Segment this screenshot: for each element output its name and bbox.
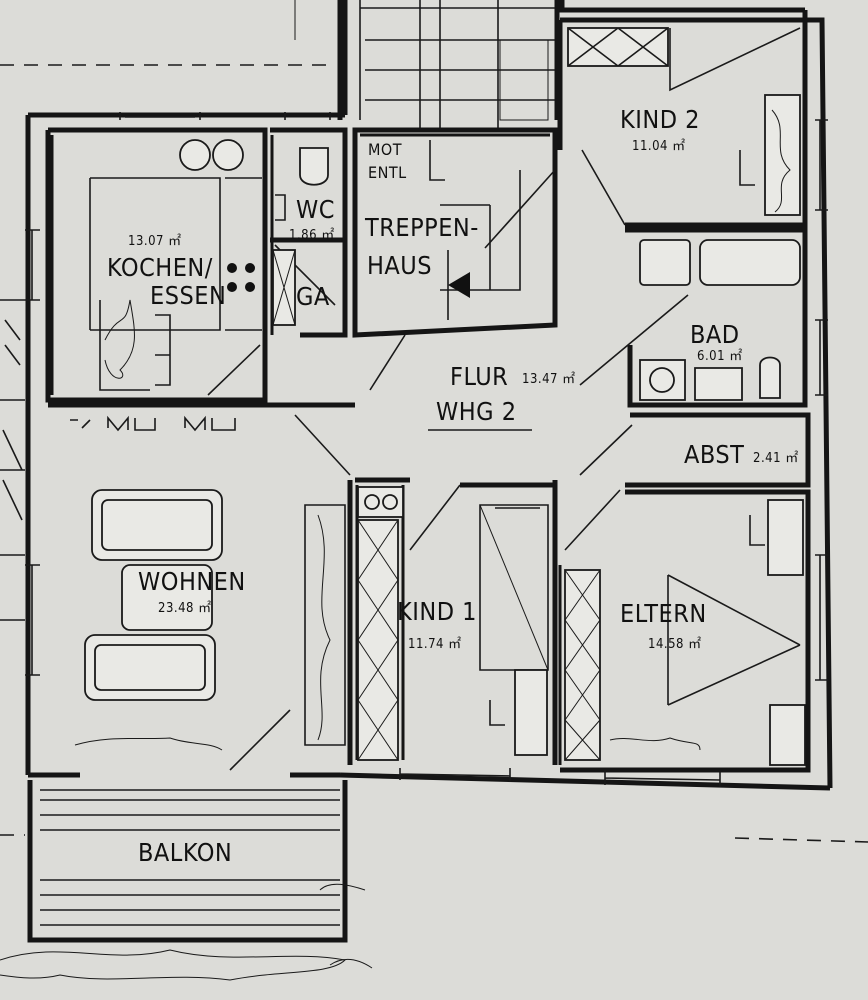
label-kind2: KIND 2	[620, 105, 700, 134]
label-eltern: ELTERN	[620, 599, 707, 628]
label-wc: WC	[296, 195, 335, 224]
label-abst: ABST	[684, 440, 744, 469]
area-wc: 1.86 ㎡	[289, 228, 335, 243]
label-mot: MOT	[368, 140, 402, 159]
area-kind2: 11.04 ㎡	[632, 139, 686, 154]
area-wohnen: 23.48 ㎡	[158, 601, 212, 616]
interior-walls	[45, 17, 811, 773]
kind2-furniture	[567, 27, 801, 216]
eltern-furniture	[564, 499, 806, 766]
area-kind1: 11.74 ㎡	[408, 637, 462, 652]
kitchen-furniture	[89, 139, 262, 391]
label-wohnen: WOHNEN	[138, 567, 246, 596]
upper-structure	[337, 0, 805, 130]
bad-fixtures	[639, 239, 801, 401]
dashed-guides	[0, 0, 868, 843]
living-furniture	[70, 415, 346, 751]
door-swings	[207, 149, 689, 771]
left-staircase	[0, 299, 25, 621]
stairs	[429, 140, 556, 320]
label-ga: GA	[296, 282, 330, 311]
kind1-furniture	[357, 486, 549, 761]
label-balkon: BALKON	[138, 838, 232, 867]
area-kochen: 13.07 ㎡	[128, 234, 182, 249]
label-treppenhaus-2: HAUS	[367, 251, 432, 280]
label-kochen-2: ESSEN	[150, 281, 226, 310]
area-flur: 13.47 ㎡	[522, 372, 576, 387]
label-bad: BAD	[690, 320, 740, 349]
area-bad: 6.01 ㎡	[697, 349, 743, 364]
label-kochen-1: KOCHEN/	[107, 253, 213, 282]
label-kind1: KIND 1	[397, 597, 477, 626]
windows	[25, 112, 828, 787]
area-abst: 2.41 ㎡	[753, 451, 799, 466]
room-labels: KIND 2 11.04 ㎡ 13.07 ㎡ KOCHEN/ ESSEN WC …	[107, 105, 799, 867]
balcony	[0, 780, 373, 981]
outer-walls	[25, 0, 833, 791]
area-eltern: 14.58 ㎡	[648, 637, 702, 652]
label-entl: ENTL	[368, 163, 407, 182]
wc-fixtures	[272, 147, 329, 326]
label-treppenhaus-1: TREPPEN-	[364, 213, 479, 242]
label-flur: FLUR	[450, 362, 508, 391]
label-whg: WHG 2	[436, 397, 517, 426]
